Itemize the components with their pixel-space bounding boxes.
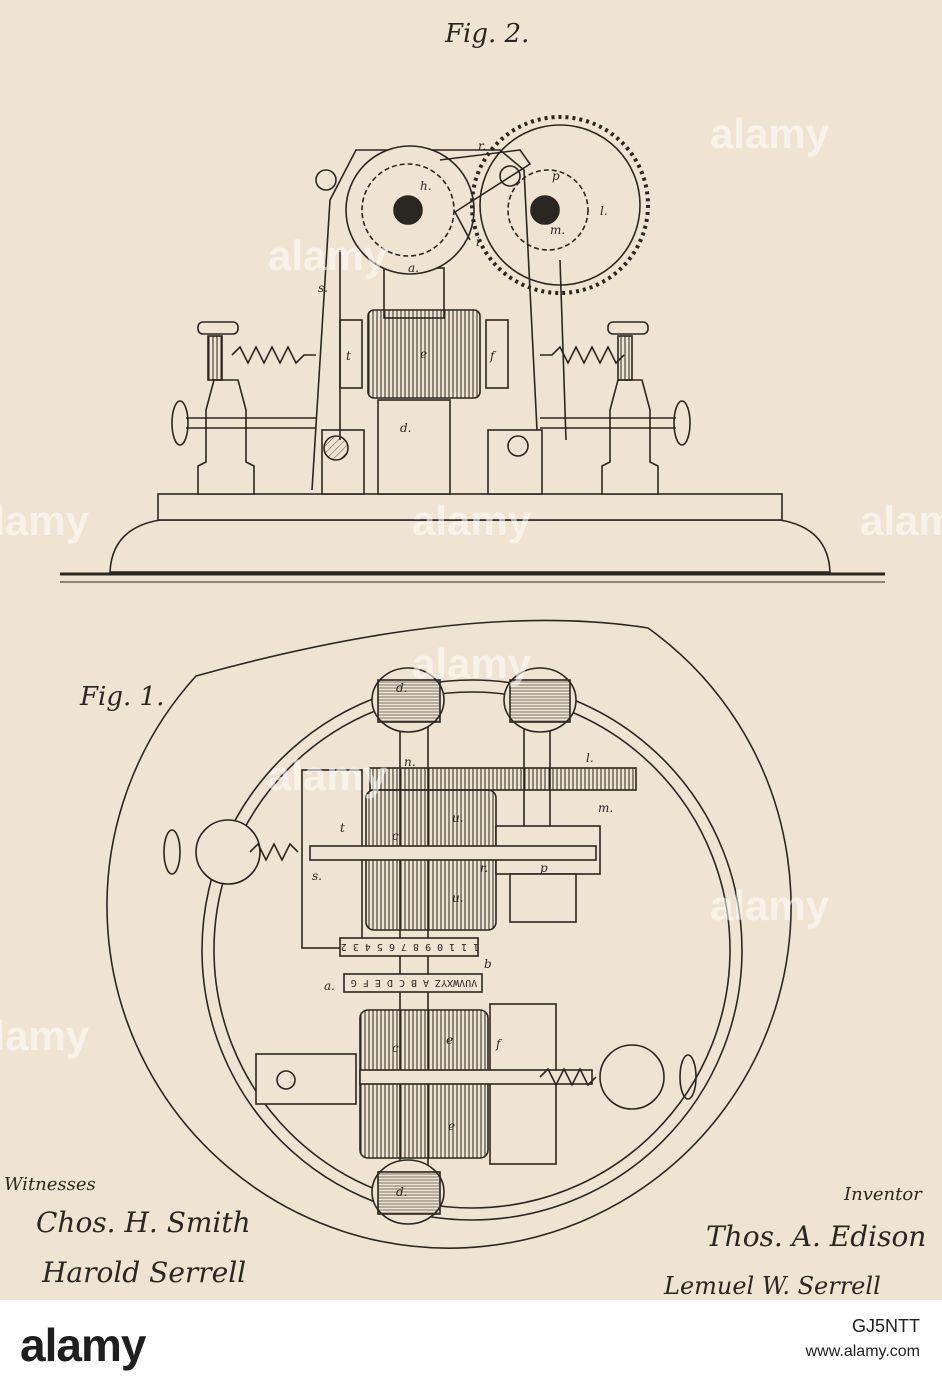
fig1-title: Fig. 1. — [79, 682, 164, 712]
svg-text:alamy: alamy — [0, 1012, 90, 1059]
svg-text:i: i — [476, 235, 480, 249]
svg-text:c: c — [392, 829, 399, 843]
svg-text:alamy: alamy — [268, 752, 388, 799]
svg-text:d.: d. — [396, 1185, 408, 1199]
alamy-logo: alamy — [20, 1318, 145, 1372]
svg-text:u.: u. — [452, 811, 464, 825]
inventor-label: Inventor — [843, 1184, 923, 1205]
svg-text:c: c — [392, 1041, 399, 1055]
svg-text:t: t — [346, 349, 351, 363]
svg-text:e: e — [448, 1119, 455, 1133]
signature-block: Witnesses Chos. H. Smith Harold Serrell … — [4, 1174, 926, 1300]
inventor-signature: Thos. A. Edison — [706, 1220, 926, 1253]
svg-text:alamy: alamy — [710, 110, 830, 157]
svg-text:a.: a. — [324, 979, 335, 993]
svg-text:alamy: alamy — [0, 497, 90, 544]
svg-text:e: e — [420, 347, 427, 361]
svg-text:u.: u. — [452, 891, 464, 905]
letter-type-wheel: VUVWXYZ A B C D E F G — [351, 977, 477, 988]
svg-text:h.: h. — [420, 179, 432, 193]
svg-text:d.: d. — [396, 681, 408, 695]
svg-text:alamy: alamy — [412, 640, 532, 687]
witness-signature-2: Harold Serrell — [41, 1256, 246, 1289]
svg-text:n.: n. — [404, 755, 416, 769]
svg-text:l.: l. — [600, 204, 608, 218]
svg-text:l.: l. — [586, 751, 594, 765]
svg-text:t: t — [340, 821, 345, 835]
svg-text:p: p — [552, 169, 560, 183]
svg-text:m.: m. — [550, 223, 565, 237]
svg-text:alamy: alamy — [710, 882, 830, 929]
fig1-plan — [107, 620, 791, 1248]
site-link[interactable]: www.alamy.com — [806, 1343, 920, 1361]
attorney-signature: Lemuel W. Serrell — [663, 1272, 881, 1300]
witnesses-label: Witnesses — [4, 1174, 96, 1195]
patent-drawing: Fig. 2. — [0, 0, 942, 1300]
image-id: GJ5NTT — [806, 1316, 920, 1337]
svg-text:e: e — [446, 1033, 453, 1047]
witness-signature-1: Chos. H. Smith — [36, 1206, 251, 1239]
svg-text:alamy: alamy — [268, 232, 388, 279]
stock-footer: alamy GJ5NTT www.alamy.com — [0, 1300, 942, 1390]
svg-text:p: p — [540, 861, 548, 875]
svg-text:s.: s. — [312, 869, 322, 883]
svg-text:s.: s. — [318, 281, 328, 295]
svg-text:b: b — [484, 957, 492, 971]
svg-text:alamy: alamy — [412, 497, 532, 544]
svg-text:m.: m. — [598, 801, 613, 815]
svg-text:r.: r. — [478, 139, 486, 153]
patent-sheet: Fig. 2. — [0, 0, 942, 1300]
svg-text:d.: d. — [400, 421, 412, 435]
svg-text:alamy: alamy — [860, 497, 942, 544]
numeral-type-wheel: 1 1 1 0 9 8 7 6 5 4 3 2 — [341, 941, 479, 952]
svg-text:a.: a. — [408, 261, 419, 275]
fig2-title: Fig. 2. — [444, 19, 529, 49]
svg-text:r.: r. — [480, 861, 488, 875]
